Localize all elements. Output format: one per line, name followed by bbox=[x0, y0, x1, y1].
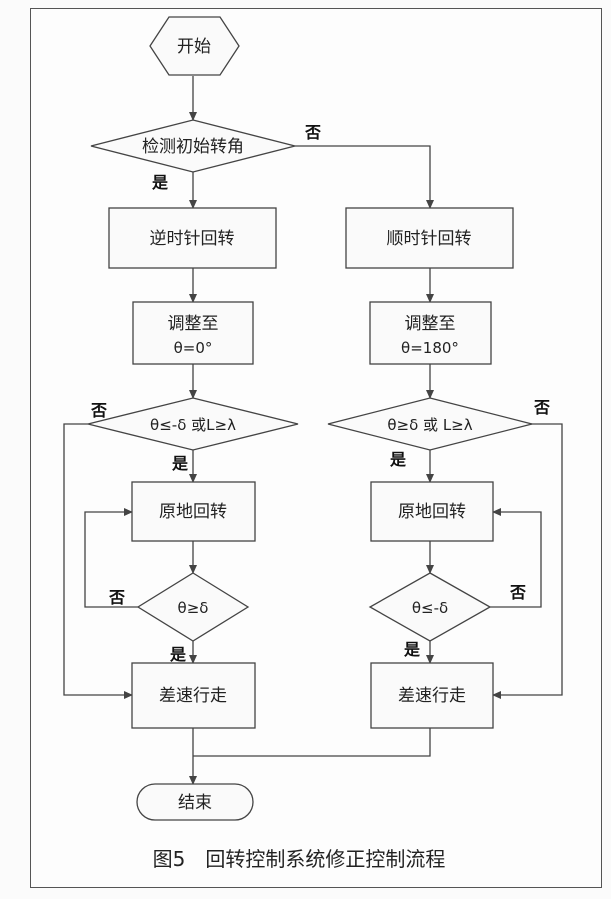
arrow-cond-right-no bbox=[492, 423, 563, 699]
end-node: 结束 bbox=[136, 783, 254, 821]
diff-left-shape bbox=[131, 662, 256, 729]
end-label: 结束 bbox=[178, 793, 212, 813]
pivot-left-node: 原地回转 bbox=[131, 481, 256, 542]
cond-left-shape bbox=[87, 397, 299, 451]
check-right-label: θ≤-δ bbox=[412, 599, 448, 617]
label-no-check-right: 否 bbox=[509, 583, 526, 602]
start-label: 开始 bbox=[177, 37, 211, 57]
diff-right-shape bbox=[370, 662, 494, 729]
adjust-left-line1: 调整至 bbox=[168, 314, 219, 334]
line-diff-right-to-join bbox=[193, 728, 431, 757]
adjust-right-shape bbox=[369, 301, 492, 365]
check-angle-label: 检测初始转角 bbox=[142, 137, 244, 157]
adjust-left-line2: θ=0° bbox=[174, 339, 213, 357]
adjust-left-shape bbox=[132, 301, 254, 365]
cond-right-node: θ≥δ 或 L≥λ bbox=[327, 397, 533, 451]
diff-right-node: 差速行走 bbox=[370, 662, 494, 729]
label-no-cond-right: 否 bbox=[533, 398, 550, 417]
adjust-left-node: 调整至 θ=0° bbox=[132, 301, 254, 365]
label-no-check-left: 否 bbox=[108, 588, 125, 607]
check-angle-node: 检测初始转角 bbox=[90, 119, 296, 173]
cw-turn-shape bbox=[345, 207, 514, 269]
adjust-right-node: 调整至 θ=180° bbox=[369, 301, 492, 365]
label-yes-cond-left: 是 bbox=[171, 454, 188, 473]
pivot-left-shape bbox=[131, 481, 256, 542]
check-left-shape bbox=[136, 572, 250, 642]
pivot-left-label: 原地回转 bbox=[159, 502, 227, 522]
diff-right-label: 差速行走 bbox=[398, 686, 466, 706]
cw-turn-label: 顺时针回转 bbox=[387, 229, 472, 249]
label-no-check: 否 bbox=[304, 123, 321, 142]
check-right-shape bbox=[368, 572, 492, 642]
start-node: 开始 bbox=[149, 16, 240, 76]
cw-turn-node: 顺时针回转 bbox=[345, 207, 514, 269]
diff-left-node: 差速行走 bbox=[131, 662, 256, 729]
label-yes-cond-right: 是 bbox=[389, 450, 406, 469]
arrow-check-right-no-loop bbox=[490, 508, 542, 608]
pivot-right-label: 原地回转 bbox=[398, 502, 466, 522]
end-shape bbox=[136, 783, 254, 821]
label-yes-check-left: 是 bbox=[169, 645, 186, 664]
pivot-right-node: 原地回转 bbox=[370, 481, 494, 542]
start-shape bbox=[149, 16, 240, 76]
check-angle-shape bbox=[90, 119, 296, 173]
pivot-right-shape bbox=[370, 481, 494, 542]
cond-right-label: θ≥δ 或 L≥λ bbox=[387, 416, 472, 434]
ccw-turn-node: 逆时针回转 bbox=[108, 207, 277, 269]
arrow-check-to-cw bbox=[295, 145, 434, 209]
cond-left-label: θ≤-δ 或L≥λ bbox=[150, 416, 236, 434]
ccw-turn-shape bbox=[108, 207, 277, 269]
arrow-cond-left-no bbox=[63, 423, 133, 699]
diff-left-label: 差速行走 bbox=[159, 686, 227, 706]
check-left-node: θ≥δ bbox=[136, 572, 250, 642]
check-right-node: θ≤-δ bbox=[368, 572, 492, 642]
adjust-right-line1: 调整至 bbox=[405, 314, 456, 334]
figure-caption: 图5 回转控制系统修正控制流程 bbox=[153, 847, 446, 871]
arrow-check-left-no-loop bbox=[84, 508, 138, 608]
label-yes-check: 是 bbox=[151, 173, 168, 192]
ccw-turn-label: 逆时针回转 bbox=[150, 229, 235, 249]
check-left-label: θ≥δ bbox=[178, 599, 209, 617]
cond-left-node: θ≤-δ 或L≥λ bbox=[87, 397, 299, 451]
connectors bbox=[63, 76, 563, 785]
label-no-cond-left: 否 bbox=[90, 401, 107, 420]
label-yes-check-right: 是 bbox=[403, 640, 420, 659]
branch-labels: 是 否 否 是 否 是 否 是 否 是 bbox=[90, 123, 550, 664]
adjust-right-line2: θ=180° bbox=[401, 339, 459, 357]
cond-right-shape bbox=[327, 397, 533, 451]
